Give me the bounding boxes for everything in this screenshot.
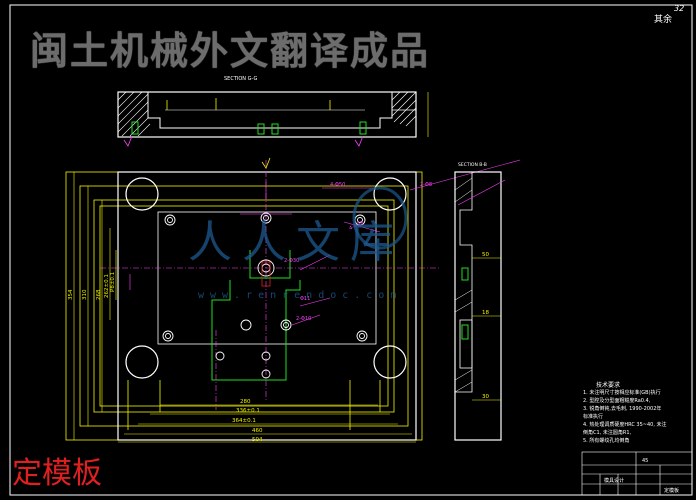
side-section-view: SECTION B-B: [454, 162, 506, 441]
title-block-material: 45: [642, 458, 648, 464]
callout-5: 2-Φ10: [296, 316, 311, 322]
callout-2: 4-Φ30: [348, 220, 364, 232]
tech-item: 4. 热处理调质硬度HRC 35~40, 未注: [583, 422, 667, 428]
callout-4: Φ11: [300, 296, 310, 302]
callout-3: 2-Φ30: [284, 258, 299, 264]
section-view-top: SECTION G-G: [117, 76, 429, 169]
cavity-pocket: [157, 211, 377, 345]
dimension-labels: 280 336±0.1 364±0.1 460 504 354 310 268 …: [68, 252, 489, 443]
watermark-logo: 人人文库: [188, 217, 404, 268]
part-name-label: 定模板: [12, 456, 102, 491]
dim-left-2: 268: [96, 289, 102, 300]
dim-side-1: 18: [482, 310, 489, 316]
dim-bottom-1: 336±0.1: [236, 408, 260, 414]
runner-cutout: [211, 280, 301, 381]
dim-bottom-3: 460: [252, 428, 263, 434]
plate-outline: [117, 171, 417, 441]
dim-bottom-0: 280: [240, 399, 251, 405]
tech-requirements-title: 技术要求: [596, 382, 621, 389]
dim-left-0: 354: [68, 289, 74, 300]
banner-title: 闽土机械外文翻译成品: [30, 29, 431, 73]
dim-left-1: 310: [82, 289, 88, 300]
section-label-top: SECTION G-G: [224, 76, 257, 82]
tech-item: 倒角C1, 未注圆角R1,: [583, 430, 632, 436]
title-block-label: 模具设计: [604, 477, 624, 484]
tech-item: 标准执行: [583, 414, 604, 420]
callout-labels: 4-Φ50 2-Φ8 4-Φ30 2-Φ30 Φ11 2-Φ10: [284, 182, 432, 322]
tech-item: 2. 型腔及分型面粗糙度Ra0.4,: [583, 398, 651, 404]
callout-0: 4-Φ50: [330, 182, 345, 188]
plan-view: [65, 159, 521, 443]
tech-item: 5. 所有螺纹孔均倒角: [583, 438, 630, 444]
watermark-ring: [352, 186, 408, 250]
tech-requirements-list: 1. 未注明尺寸按相应标准(GB)执行 2. 型腔及分型面粗糙度Ra0.4, 3…: [583, 389, 679, 445]
tech-item: 1. 未注明尺寸按相应标准(GB)执行: [583, 390, 661, 396]
dim-side-2: 30: [482, 394, 489, 400]
dim-side-0: 50: [482, 252, 489, 258]
sheet-number: 32: [674, 4, 685, 13]
watermark-url: www.renrendoc.com: [198, 290, 403, 301]
tech-item: 3. 锐角倒钝,去毛刺, 1990-2002年: [583, 406, 662, 412]
dim-left-3: 262±0.1: [104, 274, 110, 298]
drawing-border: [9, 4, 693, 496]
callout-1: 2-Φ8: [420, 182, 432, 188]
dim-bottom-4: 504: [252, 437, 263, 443]
corner-roughness-note: 其余: [654, 15, 673, 25]
dim-left-4: P8±0.1: [110, 272, 116, 292]
title-block: 45 模具设计 定模板: [581, 451, 693, 496]
dim-bottom-2: 364±0.1: [232, 418, 256, 424]
title-block-name: 定模板: [664, 487, 679, 494]
section-label-side: SECTION B-B: [458, 162, 487, 168]
